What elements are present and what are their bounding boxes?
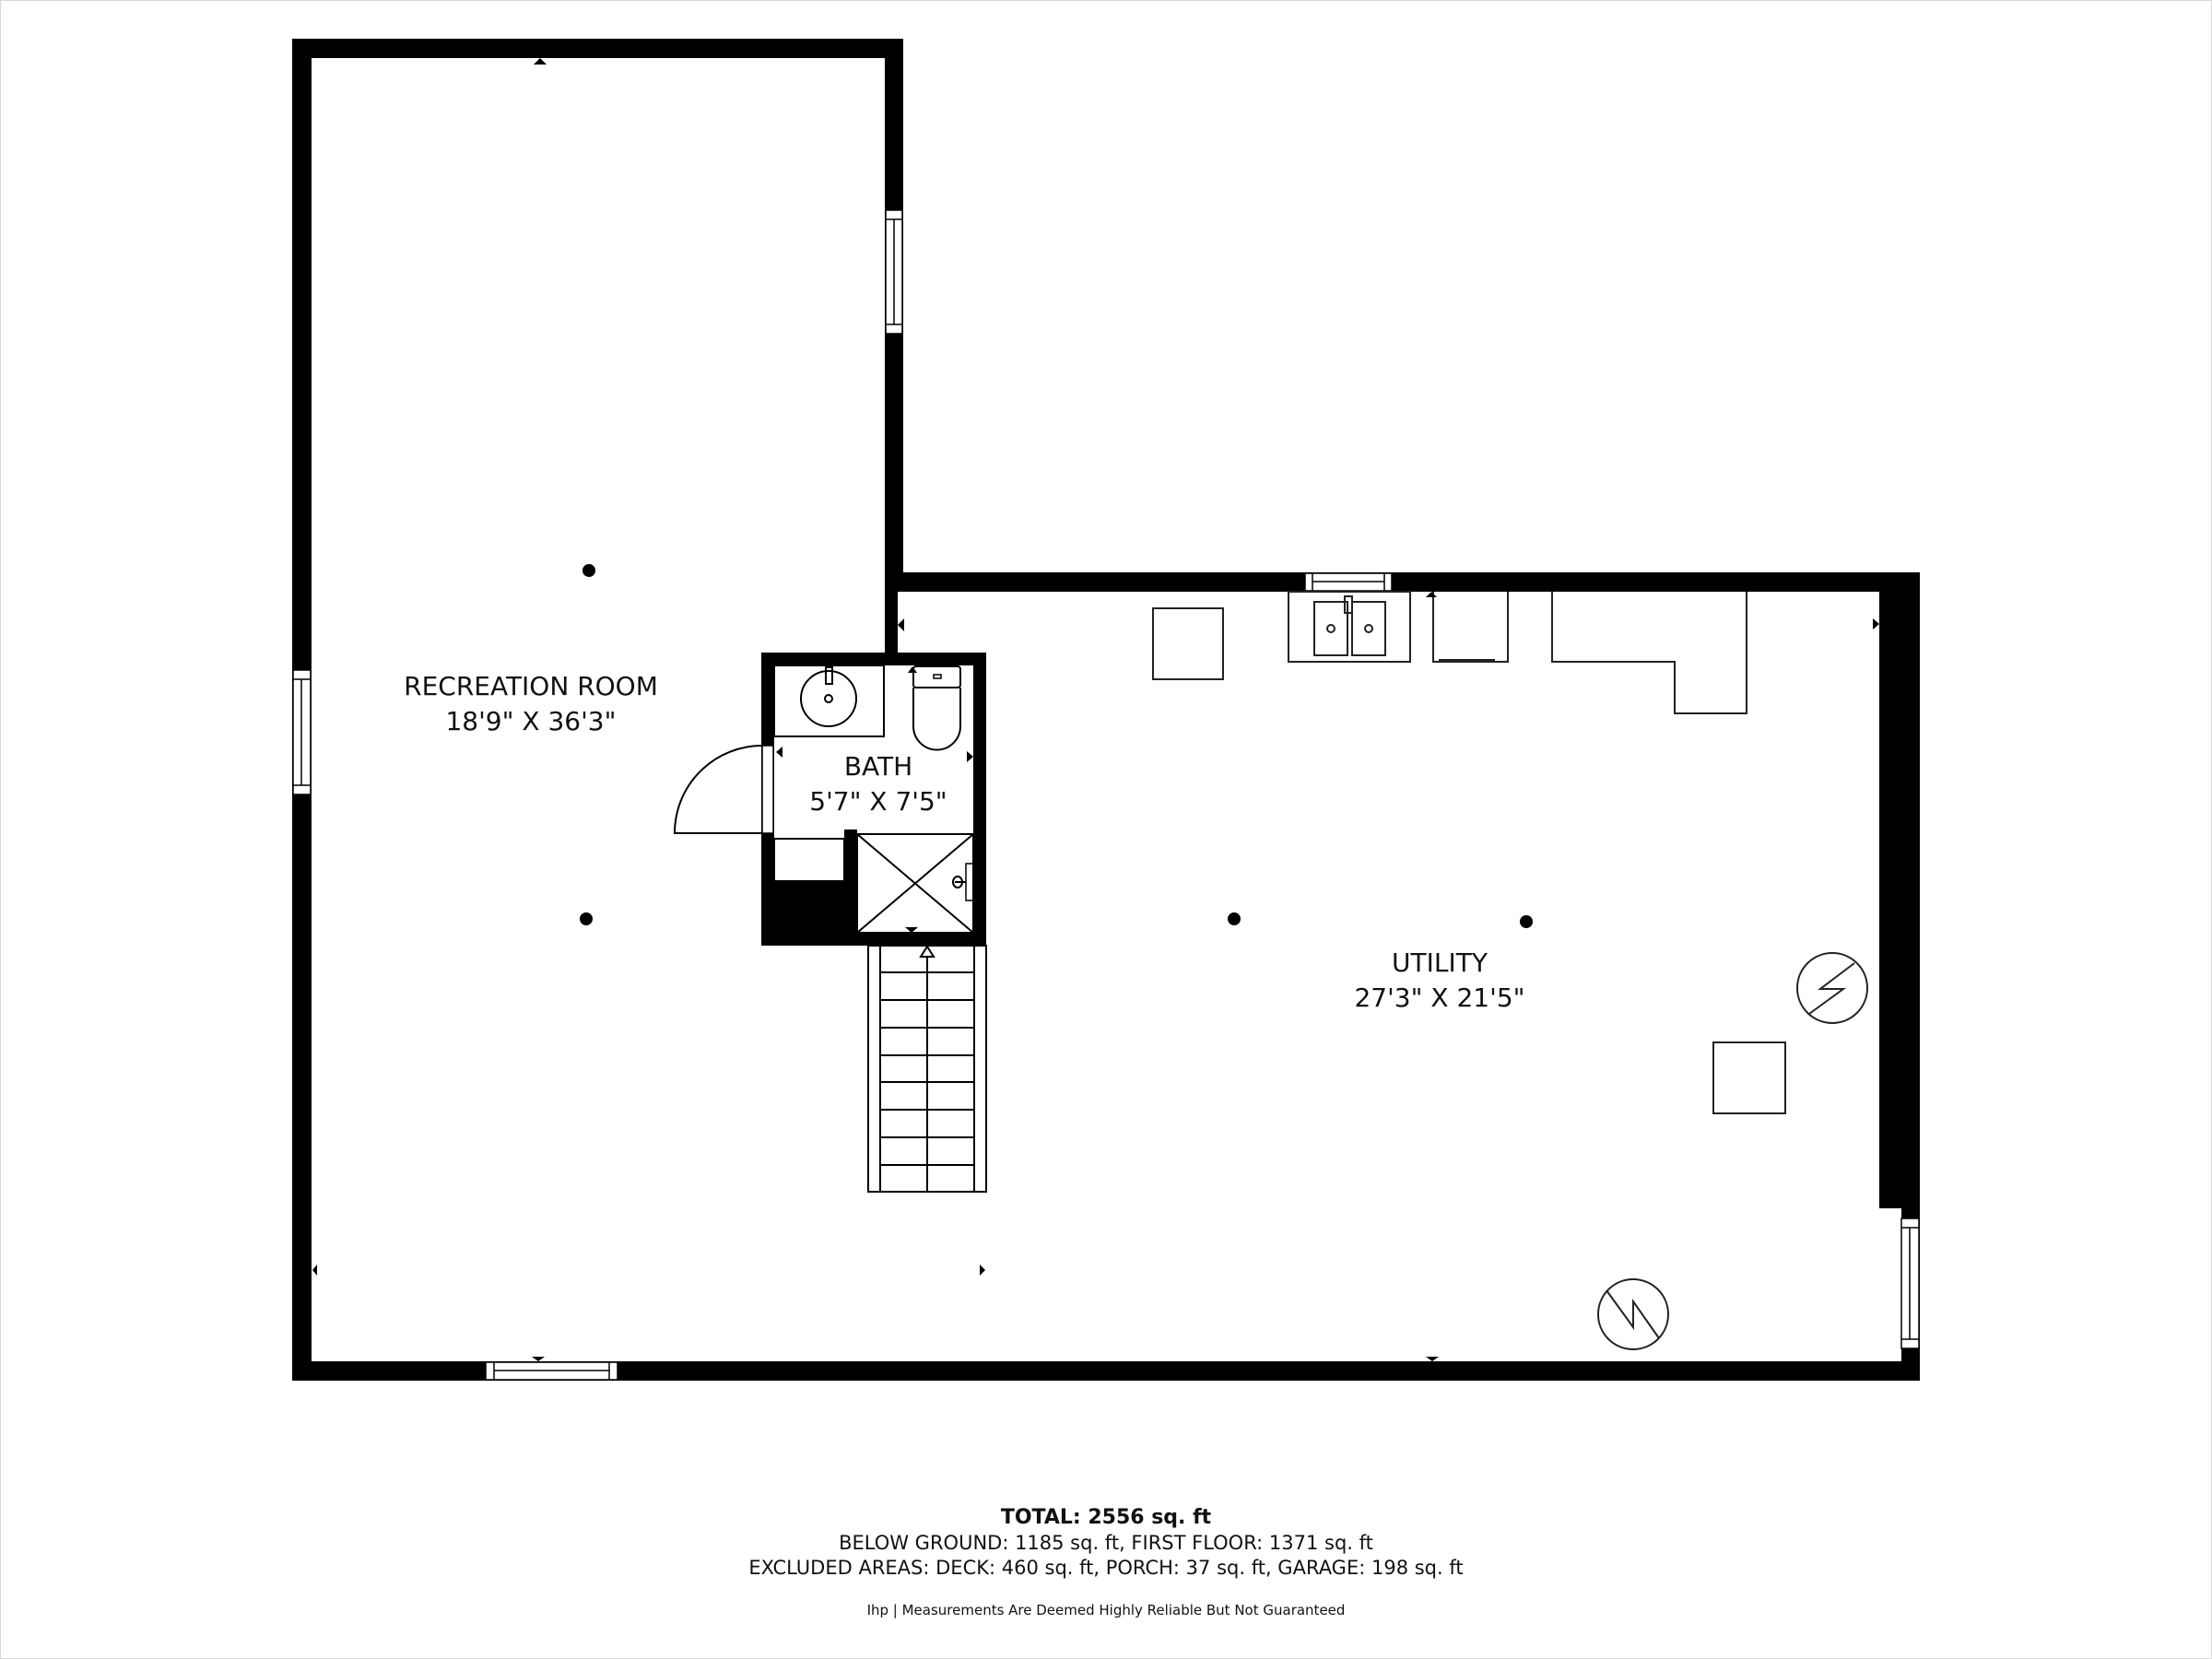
window-rec-west xyxy=(292,669,312,795)
electrical-panel-icon xyxy=(1796,952,1868,1024)
windows xyxy=(292,209,1920,1381)
sink-icon xyxy=(800,670,857,727)
room-name: UTILITY xyxy=(1392,947,1488,978)
total-area: TOTAL: 2556 sq. ft xyxy=(1000,1506,1212,1529)
shower-icon xyxy=(856,833,974,934)
stairs[interactable] xyxy=(867,945,987,1193)
room-dimensions: 27'3" X 21'5" xyxy=(1354,982,1525,1013)
toilet-icon xyxy=(912,665,961,751)
electrical-panel-icon xyxy=(1597,1278,1669,1350)
window-rec-east xyxy=(885,209,903,335)
wall-markers xyxy=(312,58,1879,1361)
light-fixture-icon xyxy=(1520,915,1533,928)
room-label-bath: BATH 5'7" X 7'5" xyxy=(809,749,947,819)
room-label-utility: UTILITY 27'3" X 21'5" xyxy=(1354,946,1524,1016)
floor-areas: BELOW GROUND: 1185 sq. ft, FIRST FLOOR: … xyxy=(839,1532,1373,1554)
excluded-areas: EXCLUDED AREAS: DECK: 460 sq. ft, PORCH:… xyxy=(748,1557,1464,1579)
l-counter xyxy=(1551,592,1747,714)
light-fixture-icon xyxy=(580,912,593,925)
utility-box-2 xyxy=(1712,1041,1786,1114)
utility-fixtures xyxy=(1152,591,1868,1350)
double-sink-icon xyxy=(1288,591,1411,663)
bath-fixtures xyxy=(773,665,974,934)
utility-box-1 xyxy=(1152,607,1224,680)
room-label-recreation: RECREATION ROOM 18'9" X 36'3" xyxy=(404,669,658,739)
room-name: BATH xyxy=(843,751,913,782)
appliance-icon xyxy=(1432,592,1509,663)
stairs-up-arrow-icon xyxy=(919,945,935,958)
light-fixtures xyxy=(580,564,1533,928)
light-fixture-icon xyxy=(1228,912,1241,925)
room-dimensions: 18'9" X 36'3" xyxy=(445,706,617,736)
room-name: RECREATION ROOM xyxy=(404,671,658,701)
bath-door[interactable] xyxy=(673,745,774,834)
window-utility-east xyxy=(1900,1218,1920,1349)
disclaimer: Ihp | Measurements Are Deemed Highly Rel… xyxy=(866,1602,1346,1618)
window-utility-north xyxy=(1304,572,1393,592)
vanity-counter xyxy=(773,665,885,737)
light-fixture-icon xyxy=(582,564,595,577)
window-rec-south xyxy=(485,1361,618,1381)
room-dimensions: 5'7" X 7'5" xyxy=(809,786,947,817)
